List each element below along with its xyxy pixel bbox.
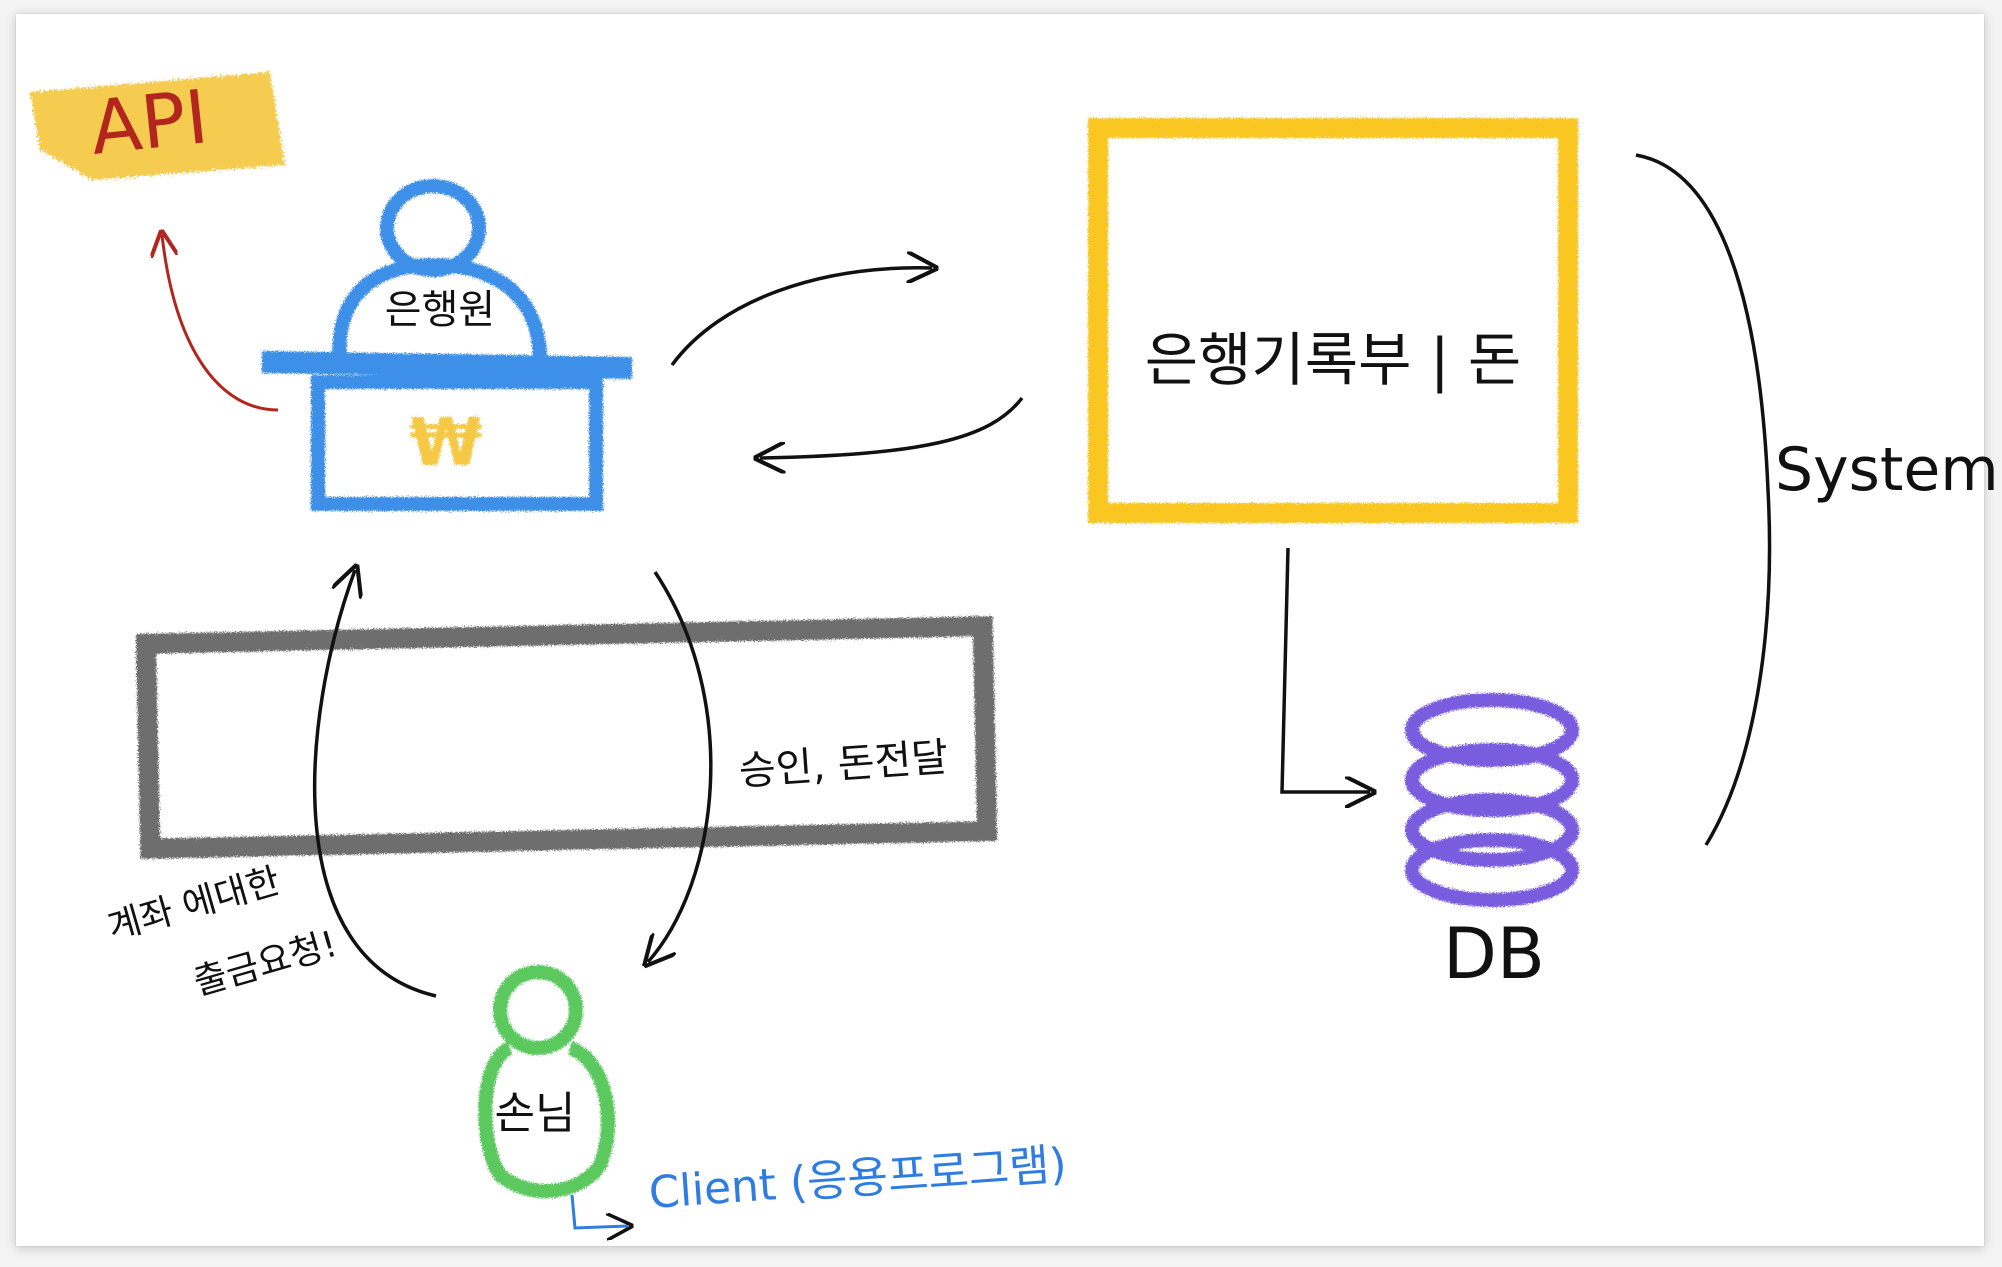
customer-figure [478,965,616,1198]
teller-figure [261,179,633,511]
db-icon [1405,693,1579,907]
api-label: API [87,74,212,172]
bank-to-db-arrow [1280,547,1370,792]
teller-body-icon [332,257,547,361]
request-label-line1: 계좌 에대한 [103,860,284,948]
cash-icon: ₩ [410,404,483,481]
counter-box [135,616,998,859]
api-highlight [30,72,285,180]
api-label-group: API [30,72,285,180]
teller-label: 은행원 [385,287,495,333]
teller-to-bank-arrow [670,268,932,367]
client-pointer-icon [570,1194,628,1228]
bank-to-teller-arrow [760,396,1024,458]
teller-head-icon [380,179,486,277]
teller-desk-top [261,351,633,379]
api-arrow [162,235,279,412]
withdraw-request-arrow [312,570,437,998]
bank-record-box [1088,118,1578,523]
db-label: DB [1443,913,1545,995]
customer-head-icon [493,965,583,1055]
customer-label: 손님 [495,1088,576,1139]
request-label-line2: 출금요청! [189,924,342,1004]
customer-body-icon [478,1041,616,1198]
bank-record-label: 은행기록부 | 돈 [1145,326,1522,394]
approve-label: 승인, 돈전달 [737,734,949,794]
approve-arrow [648,571,713,962]
client-label: Client (응용프로그램) [647,1139,1068,1219]
system-label: System [1775,435,1999,505]
teller-desk-body [311,375,603,511]
system-brace-icon [1635,153,1772,846]
